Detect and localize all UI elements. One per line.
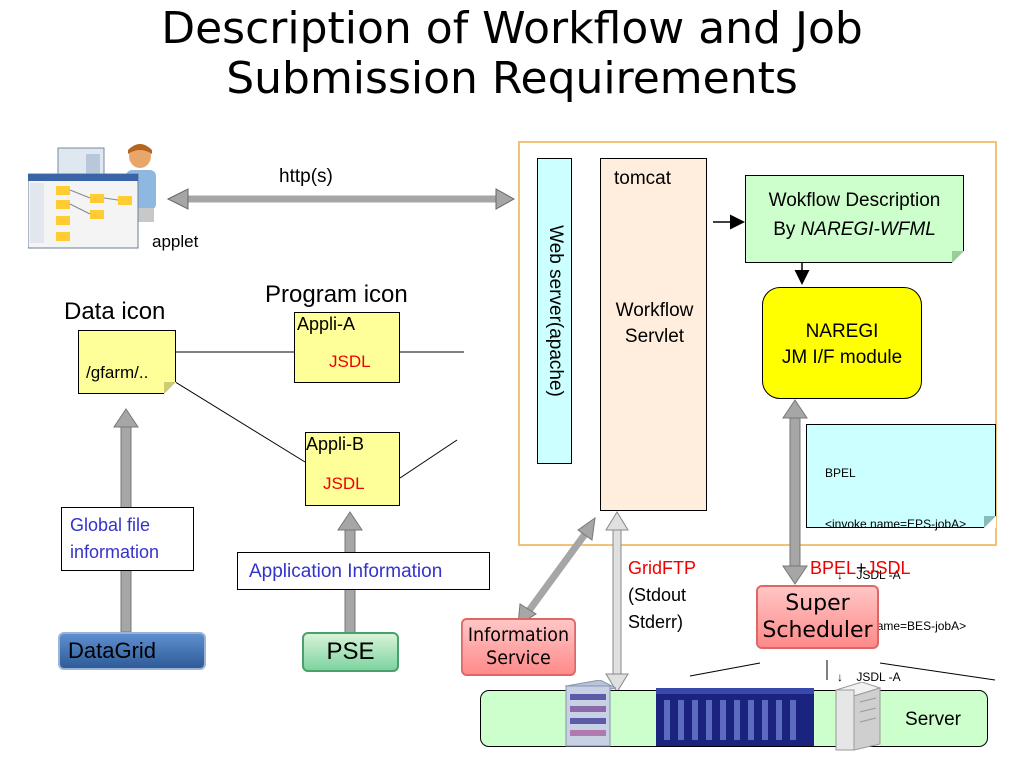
bpel-note[interactable]: BPEL <invoke name=EPS-jobA> ↓ JSDL -A <i… bbox=[806, 424, 996, 735]
application-info-box: Application Information bbox=[237, 552, 490, 590]
appli-b-jsdl: JSDL bbox=[323, 474, 365, 493]
global-file-info-box: Global file information bbox=[61, 507, 194, 571]
program-icon-heading: Program icon bbox=[265, 281, 408, 308]
data-icon-note[interactable]: /gfarm/.. bbox=[78, 330, 176, 394]
info-service-arrow bbox=[517, 516, 596, 626]
pse-label: PSE bbox=[326, 638, 375, 665]
data-icon-heading: Data icon bbox=[64, 298, 166, 325]
web-server-label: Web server(apache) bbox=[544, 225, 566, 397]
web-server-box: Web server(apache) bbox=[537, 158, 572, 464]
naregi-line-2: JM I/F module bbox=[781, 347, 903, 368]
supercomputer-icon bbox=[656, 688, 814, 746]
information-service-button[interactable]: Information Service bbox=[461, 618, 576, 676]
super-scheduler-button[interactable]: Super Scheduler bbox=[756, 585, 879, 649]
data-icon-fold bbox=[164, 382, 176, 394]
workflow-desc-line-2: By NAREGI-WFML bbox=[746, 215, 963, 244]
fanout-left bbox=[689, 662, 761, 677]
pse-button[interactable]: PSE bbox=[302, 632, 399, 672]
cluster-server-icon bbox=[564, 680, 616, 747]
client-illustration bbox=[27, 140, 168, 260]
workflow-description-fold bbox=[952, 251, 964, 263]
gridftp-arrow bbox=[605, 511, 629, 693]
global-file-line-1: Global file bbox=[70, 515, 151, 535]
http-arrow bbox=[166, 188, 516, 210]
naregi-module-box[interactable]: NAREGI JM I/F module bbox=[762, 287, 922, 399]
gridftp-label: GridFTP (Stdout Stderr) bbox=[628, 555, 696, 636]
appli-a-jsdl: JSDL bbox=[329, 352, 371, 371]
bpel-line-3: ↓ JSDL -A bbox=[837, 568, 901, 582]
server-label: Server bbox=[905, 709, 961, 730]
bpel-jsdl-label: BPEL+JSDL bbox=[810, 558, 911, 579]
appli-b-box[interactable]: Appli-B JSDL bbox=[305, 432, 400, 506]
appli-a-name: Appli-A bbox=[297, 314, 356, 334]
tomcat-box: tomcat Workflow Servlet bbox=[600, 158, 707, 511]
fanout-right bbox=[879, 662, 996, 681]
http-label: http(s) bbox=[279, 166, 333, 187]
bpel-note-fold bbox=[984, 516, 996, 528]
server-system-frame bbox=[518, 141, 997, 546]
tomcat-label: tomcat bbox=[614, 168, 672, 189]
data-icon-path: /gfarm/.. bbox=[86, 363, 149, 382]
gridftp-line-2: (Stdout bbox=[628, 585, 687, 605]
appli-a-box[interactable]: Appli-A JSDL bbox=[294, 312, 400, 383]
bpel-jsdl-jsdl: JSDL bbox=[866, 558, 911, 578]
workflow-description-note[interactable]: Wokflow Description By NAREGI-WFML bbox=[745, 175, 964, 263]
appli-b-out-line bbox=[399, 439, 458, 479]
servlet-line-2: Servlet bbox=[624, 326, 685, 347]
bpel-line-1: BPEL bbox=[825, 466, 856, 480]
scheduler-arrow bbox=[782, 399, 808, 585]
bpel-jsdl-plus: + bbox=[856, 558, 867, 578]
data-to-appli-b-line bbox=[171, 379, 306, 463]
workflow-desc-by: By bbox=[773, 219, 801, 240]
tower-server-icon bbox=[834, 682, 882, 751]
bpel-jsdl-bpel: BPEL bbox=[810, 558, 857, 578]
datagrid-label: DataGrid bbox=[68, 638, 157, 663]
naregi-line-1: NAREGI bbox=[805, 321, 879, 342]
applet-screen-icon bbox=[27, 144, 156, 249]
datagrid-button[interactable]: DataGrid bbox=[58, 632, 206, 670]
appli-b-name: Appli-B bbox=[306, 434, 365, 454]
gridftp-line-1: GridFTP bbox=[628, 558, 697, 578]
workflow-servlet-label: Workflow Servlet bbox=[601, 298, 708, 350]
slide-title: Description of Workflow and Job Submissi… bbox=[0, 4, 1024, 104]
super-scheduler-line-1: Super bbox=[785, 591, 850, 616]
info-service-line-2: Service bbox=[486, 647, 551, 669]
bpel-line-5: ↓ JSDL -A bbox=[837, 670, 901, 684]
super-scheduler-line-2: Scheduler bbox=[762, 618, 873, 643]
global-file-line-2: information bbox=[70, 542, 160, 562]
info-service-line-1: Information bbox=[467, 624, 570, 646]
workflow-desc-line-1: Wokflow Description bbox=[768, 190, 941, 211]
application-info-label: Application Information bbox=[249, 561, 443, 582]
bpel-line-2: <invoke name=EPS-jobA> bbox=[825, 517, 967, 531]
servlet-line-1: Workflow bbox=[615, 300, 694, 321]
workflow-desc-naregi-wfml: NAREGI-WFML bbox=[800, 219, 936, 240]
applet-label: applet bbox=[152, 232, 199, 251]
title-line-1: Description of Workflow and Job bbox=[161, 3, 863, 54]
gridftp-line-3: Stderr) bbox=[628, 612, 684, 632]
title-line-2: Submission Requirements bbox=[226, 53, 798, 104]
